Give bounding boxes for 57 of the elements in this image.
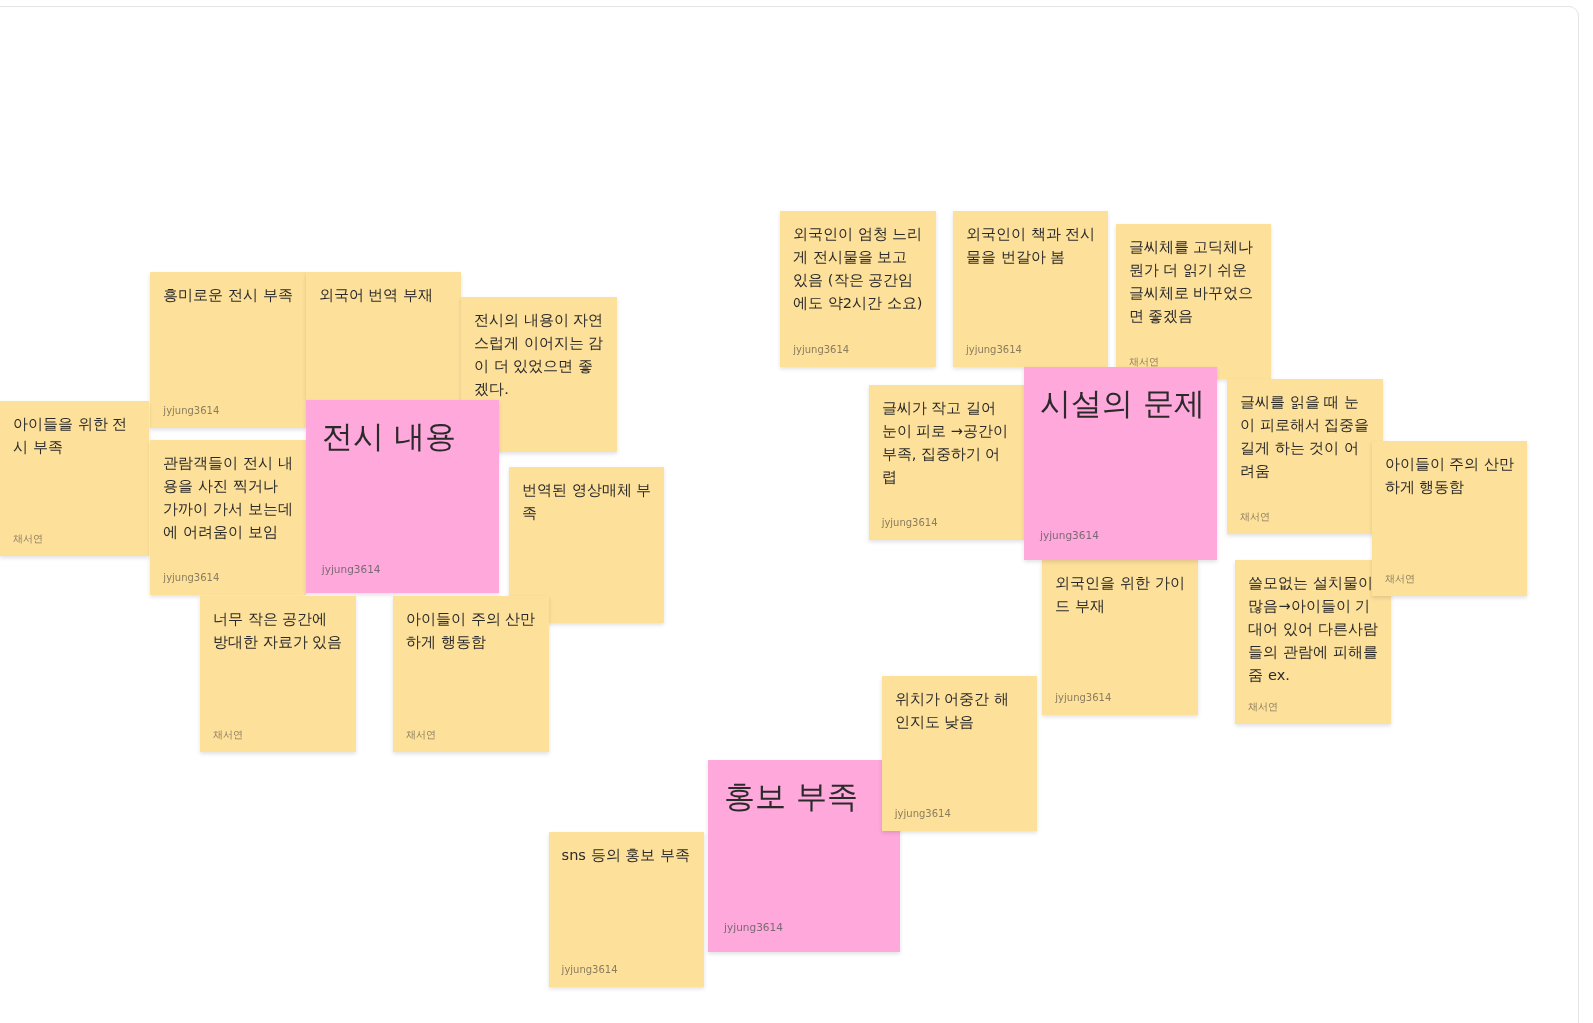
author-name: 채서연 [406,727,437,742]
note-text: 글씨가 작고 길어 눈이 피로 →공간이 부족, 집중하기 어렵 [881,399,1009,488]
author-name: 채서연 [1384,572,1415,587]
author-name: 채서연 [213,727,244,742]
note-title: 전시 내용 [321,417,457,457]
author-name: 채서연 [13,531,43,546]
note-text: 아이들이 주의 산만하게 행동함 [406,610,537,653]
sticky-note [305,272,462,401]
note-text: 관람객들이 전시 내용을 사진 찍거나 가까이 가서 보는데에 어려움이 보임 [163,453,294,542]
note-text: sns 등의 홍보 부족 [561,846,691,866]
sticky-note [868,385,1025,541]
author-name: 채서연 [1128,354,1159,369]
author-name: jyjung3614 [724,920,783,936]
note-text: 글씨체를 고딕체나 뭔가 더 읽기 쉬운 글씨체로 바꾸었으면 좋겠음 [1128,237,1255,326]
sticky-note [1115,223,1271,379]
author-name: jyjung3614 [793,342,850,357]
note-text: 흥미로운 전시 부족 [163,286,294,306]
sticky-note [1227,378,1383,535]
author-name: jyjung3614 [321,561,381,577]
sticky-note [1024,366,1218,560]
sticky-note [780,211,936,367]
note-text: 외국어 번역 부재 [318,286,434,306]
note-text: 외국인이 엄청 느리게 전시물을 보고 있음 (작은 공간임에도 약2시간 소요) [793,225,924,314]
sticky-note [305,400,499,594]
note-title: 시설의 문제 [1040,383,1206,423]
sticky-note [200,596,356,752]
sticky-note [150,439,306,596]
note-text: 글씨를 읽을 때 눈이 피로해서 집중을 길게 하는 것이 어려움 [1240,392,1371,481]
author-name: jyjung3614 [965,342,1022,357]
author-name: jyjung3614 [881,516,938,531]
sticky-note [393,596,549,752]
sticky-note [0,401,150,556]
author-name: jyjung3614 [163,571,220,586]
author-name: jyjung3614 [163,403,220,418]
note-text: 외국인이 책과 전시물을 번갈아 봄 [965,225,1097,268]
note-text: 쓸모없는 설치물이 많음→아이들이 기대어 있어 다른사람들의 관람에 피해를 줌 ex. [1248,573,1379,685]
sticky-note [952,211,1109,367]
note-text: 전시의 내용이 자연스럽게 이어지는 감이 더 있었으면 좋겠다. [474,310,605,399]
sticky-note [461,296,617,453]
author-name: jyjung3614 [1055,691,1112,706]
note-text: 아이들이 주의 산만하게 행동함 [1384,454,1515,497]
author-name: jyjung3614 [894,807,951,822]
author-name: 채서연 [1248,700,1279,715]
note-text: 너무 작은 공간에 방대한 자료가 있음 [213,610,344,653]
note-text: 번역된 영상매체 부족 [522,481,653,524]
sticky-note [1042,559,1198,716]
sticky-note [1371,440,1527,597]
author-name: 채서연 [1240,510,1271,525]
note-text: 외국인을 위한 가이드 부재 [1055,573,1186,616]
author-name: jyjung3614 [561,963,618,978]
note-title: 홍보 부족 [724,776,859,816]
sticky-note [150,272,306,428]
note-text: 위치가 어중간 해 인지도 낮음 [894,689,1011,732]
sticky-note [548,832,705,988]
author-name: jyjung3614 [1040,528,1099,543]
sticky-note [881,675,1038,832]
note-text: 아이들을 위한 전시 부족 [13,415,129,458]
